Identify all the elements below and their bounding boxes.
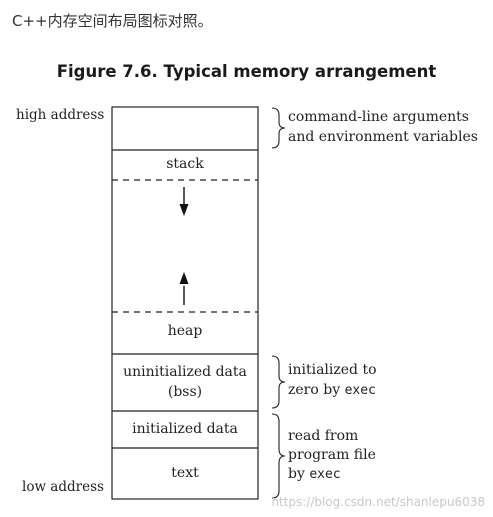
note-program-line3: by exec: [288, 465, 341, 484]
note-program-line1: read from: [288, 428, 359, 444]
low-address-label: low address: [22, 479, 104, 495]
note-args-line1: command-line arguments: [288, 109, 469, 125]
brace-program-file: [271, 413, 286, 499]
note-program-line2: program file: [288, 447, 376, 463]
note-program-prefix: by: [288, 466, 310, 482]
bss-label-line1: uninitialized data: [123, 364, 247, 380]
intro-text: C++内存空间布局图标对照。: [12, 12, 213, 30]
stack-label: stack: [166, 156, 204, 172]
brace-args: [271, 107, 286, 149]
note-bss-line2: zero by exec: [288, 381, 376, 400]
heap-growth-arrow-head: [179, 272, 189, 284]
note-program-exec-code: exec: [309, 467, 341, 482]
heap-label: heap: [167, 323, 203, 339]
watermark: https://blog.csdn.net/shanlepu6038: [271, 495, 485, 509]
high-address-label: high address: [16, 107, 105, 123]
bss-label-line2: (bss): [167, 384, 203, 400]
initialized-data-label: initialized data: [132, 421, 238, 437]
note-bss-exec-code: exec: [344, 383, 376, 398]
stack-growth-arrow-head: [179, 204, 189, 216]
brace-bss: [271, 355, 286, 409]
text-segment-label: text: [171, 465, 199, 481]
note-bss-prefix: zero by: [288, 382, 345, 398]
figure-title: Figure 7.6. Typical memory arrangement: [56, 62, 437, 81]
note-bss-line1: initialized to: [288, 362, 377, 378]
note-args-line2: and environment variables: [288, 129, 478, 145]
memory-column-outline: [111, 106, 259, 500]
